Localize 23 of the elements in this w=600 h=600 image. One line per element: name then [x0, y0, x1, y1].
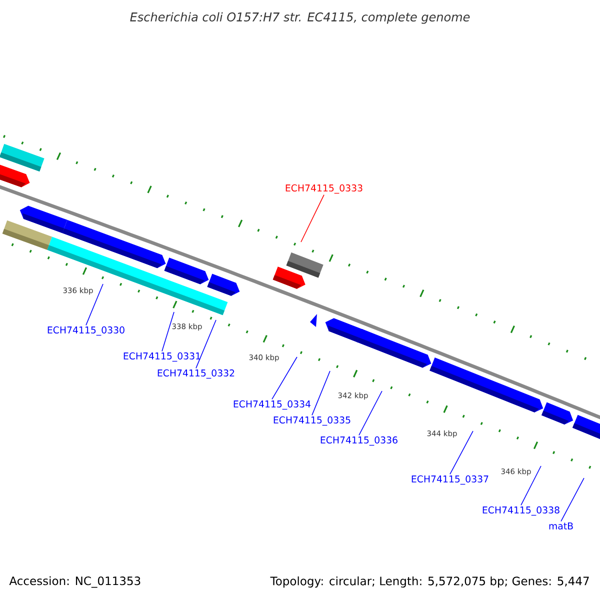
leader-line	[358, 390, 382, 436]
gene-label: ECH74115_0338	[482, 506, 560, 516]
footer-text: Topology: circular; Length: 5,572,075 bp; Genes: 5,447	[270, 576, 589, 588]
leader-line	[272, 356, 298, 400]
leader-line	[196, 320, 216, 369]
gene-label: ECH74115_0331	[124, 352, 200, 362]
leader-line	[560, 478, 584, 522]
gene-label: ECH74115_0334	[234, 400, 310, 410]
leader-line	[312, 370, 330, 416]
gene-label: ECH74115_0330	[48, 326, 124, 336]
leader-line	[520, 466, 542, 506]
gene-label: ECH74115_0336	[320, 436, 398, 446]
leader-line	[450, 430, 474, 475]
footer-text: Accession: NC_011353	[9, 576, 140, 588]
leader-line	[162, 312, 174, 352]
gene-label: ECH74115_0332	[158, 369, 234, 379]
title: Escherichia coli O157:H7 str. EC4115, complete genome	[130, 12, 470, 24]
gene-label: matB	[549, 522, 573, 530]
leader-line	[86, 284, 104, 326]
leader-line	[300, 194, 324, 242]
gene-label: ECH74115_0333	[286, 184, 362, 194]
gene-label: ECH74115_0337	[412, 475, 488, 485]
gene-label: ECH74115_0335	[274, 416, 350, 426]
